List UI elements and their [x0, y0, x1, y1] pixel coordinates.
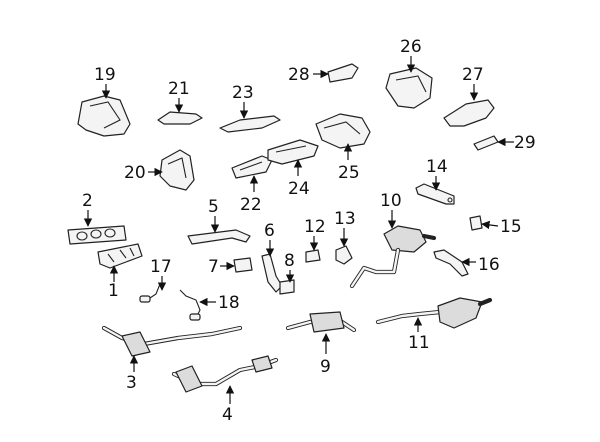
part-26-heat-shield[interactable]: [385, 67, 433, 109]
part-17-oxygen-sensor[interactable]: [139, 283, 161, 303]
callout-5: 5: [208, 197, 219, 217]
part-16-bracket[interactable]: [433, 249, 469, 277]
callout-19: 19: [94, 65, 116, 85]
callout-22: 22: [240, 195, 262, 215]
callout-6: 6: [264, 221, 275, 241]
part-21-heat-shield[interactable]: [157, 111, 203, 125]
callout-24: 24: [288, 179, 310, 199]
callout-26: 26: [400, 37, 422, 57]
callout-8: 8: [284, 251, 295, 271]
part-7-bracket[interactable]: [233, 257, 253, 273]
part-22-heat-shield[interactable]: [231, 155, 273, 179]
part-25-heat-shield[interactable]: [315, 113, 371, 149]
callout-20: 20: [124, 163, 146, 183]
part-28-heat-shield[interactable]: [327, 63, 359, 83]
part-10-muffler[interactable]: [349, 225, 437, 289]
callout-28: 28: [288, 65, 310, 85]
callout-12: 12: [304, 217, 326, 237]
callout-25: 25: [338, 163, 360, 183]
callout-23: 23: [232, 83, 254, 103]
part-14-bracket[interactable]: [415, 183, 455, 205]
callout-9: 9: [320, 357, 331, 377]
callout-27: 27: [462, 65, 484, 85]
part-2-gasket[interactable]: [67, 225, 127, 245]
part-29-heat-shield[interactable]: [473, 135, 499, 151]
callout-3: 3: [126, 373, 137, 393]
callout-11: 11: [408, 333, 430, 353]
part-27-heat-shield[interactable]: [443, 99, 495, 127]
part-13-hanger[interactable]: [335, 245, 353, 265]
callout-18: 18: [218, 293, 240, 313]
callout-15: 15: [500, 217, 522, 237]
callout-29: 29: [514, 133, 536, 153]
callout-7: 7: [208, 257, 219, 277]
part-6-bracket[interactable]: [261, 253, 283, 293]
callout-4: 4: [222, 405, 233, 425]
part-23-heat-shield[interactable]: [219, 115, 281, 133]
callout-14: 14: [426, 157, 448, 177]
part-5-bracket[interactable]: [187, 229, 251, 245]
callout-2: 2: [82, 191, 93, 211]
part-8-bracket[interactable]: [279, 279, 295, 295]
callout-17: 17: [150, 257, 172, 277]
part-19-heat-shield[interactable]: [77, 95, 131, 137]
part-20-heat-shield[interactable]: [159, 149, 195, 191]
callout-1: 1: [108, 281, 119, 301]
part-4-converter-pipe[interactable]: [171, 355, 279, 393]
part-18-oxygen-sensor[interactable]: [179, 289, 201, 321]
part-3-converter-pipe[interactable]: [101, 325, 243, 357]
callout-13: 13: [334, 209, 356, 229]
part-24-heat-shield[interactable]: [267, 139, 319, 165]
part-12-clamp[interactable]: [305, 249, 321, 263]
callout-16: 16: [478, 255, 500, 275]
callout-21: 21: [168, 79, 190, 99]
callout-10: 10: [380, 191, 402, 211]
part-1-exhaust-manifold[interactable]: [97, 243, 143, 269]
part-15-insulator[interactable]: [469, 215, 483, 231]
part-11-rear-muffler[interactable]: [375, 297, 493, 329]
part-9-resonator[interactable]: [285, 311, 357, 333]
